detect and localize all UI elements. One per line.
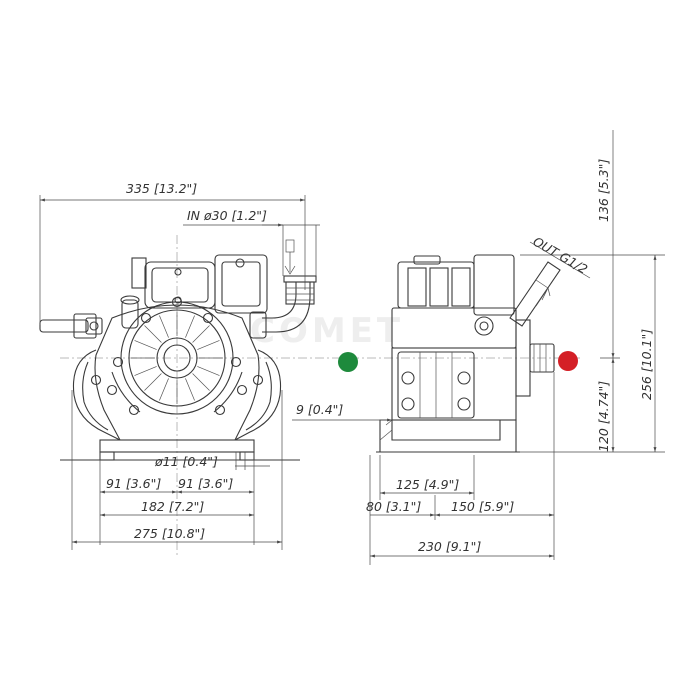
green-marker-dot [338,352,358,372]
dim-shaft-height: 120 [4.74"] [596,381,611,452]
dim-base-width: 182 [7.2"] [141,499,204,514]
dim-half-left: 91 [3.6"] [106,476,161,491]
dim-front-offset: 80 [3.1"] [366,499,421,514]
dim-total-length: 230 [9.1"] [418,539,481,554]
dim-offset: 9 [0.4"] [296,402,343,417]
dim-rear-length: 150 [5.9"] [451,499,514,514]
front-view [39,235,350,555]
dim-overall-width: 335 [13.2"] [126,181,197,196]
dim-base-length: 125 [4.9"] [396,477,459,492]
dim-total-height: 256 [10.1"] [639,329,654,400]
dim-inlet: IN ø30 [1.2"] [187,208,267,223]
red-marker-dot [558,351,578,371]
dim-hole: ø11 [0.4"] [154,454,218,469]
dim-top-height: 136 [5.3"] [596,159,611,222]
watermark-text: COMET [250,311,404,351]
dim-total-width: 275 [10.8"] [134,526,205,541]
dim-half-right: 91 [3.6"] [178,476,233,491]
side-view [350,254,580,453]
